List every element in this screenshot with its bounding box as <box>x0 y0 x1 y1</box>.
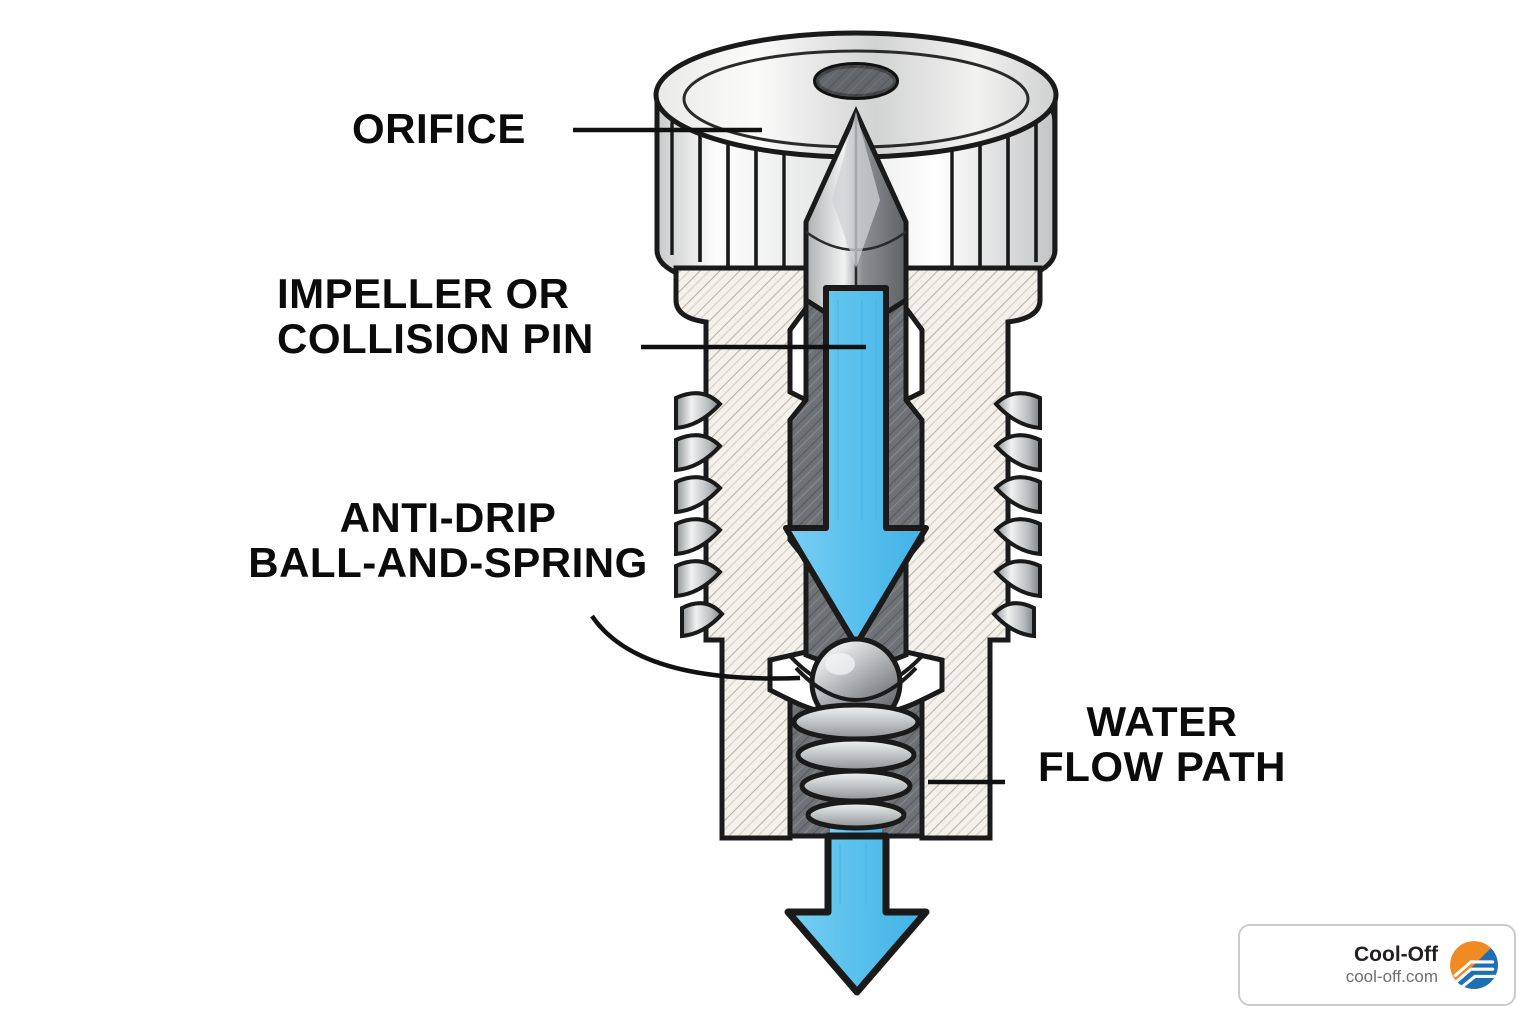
cool-off-swoosh-icon <box>1450 941 1498 989</box>
leader-anti-drip <box>590 614 801 681</box>
brand-name: Cool-Off <box>1354 942 1438 966</box>
body-threads-right <box>991 391 1042 639</box>
label-anti-drip-ball-and-spring: ANTI-DRIP BALL-AND-SPRING <box>248 494 648 586</box>
brand-text-block: Cool-Off cool-off.com <box>1346 943 1438 987</box>
water-flow-arrow-internal <box>783 285 929 648</box>
body-threads-left <box>674 391 725 639</box>
label-impeller-or-collision-pin: IMPELLER OR COLLISION PIN <box>277 270 594 362</box>
anti-drip-spring <box>791 702 921 838</box>
label-water-flow-path: WATER FLOW PATH <box>1038 698 1286 790</box>
brand-badge[interactable]: Cool-Off cool-off.com <box>1238 924 1516 1006</box>
label-orifice: ORIFICE <box>352 105 526 152</box>
brand-url: cool-off.com <box>1345 966 1438 986</box>
impeller-collision-pin <box>803 105 909 335</box>
outlet-spray-arrow <box>784 832 930 996</box>
